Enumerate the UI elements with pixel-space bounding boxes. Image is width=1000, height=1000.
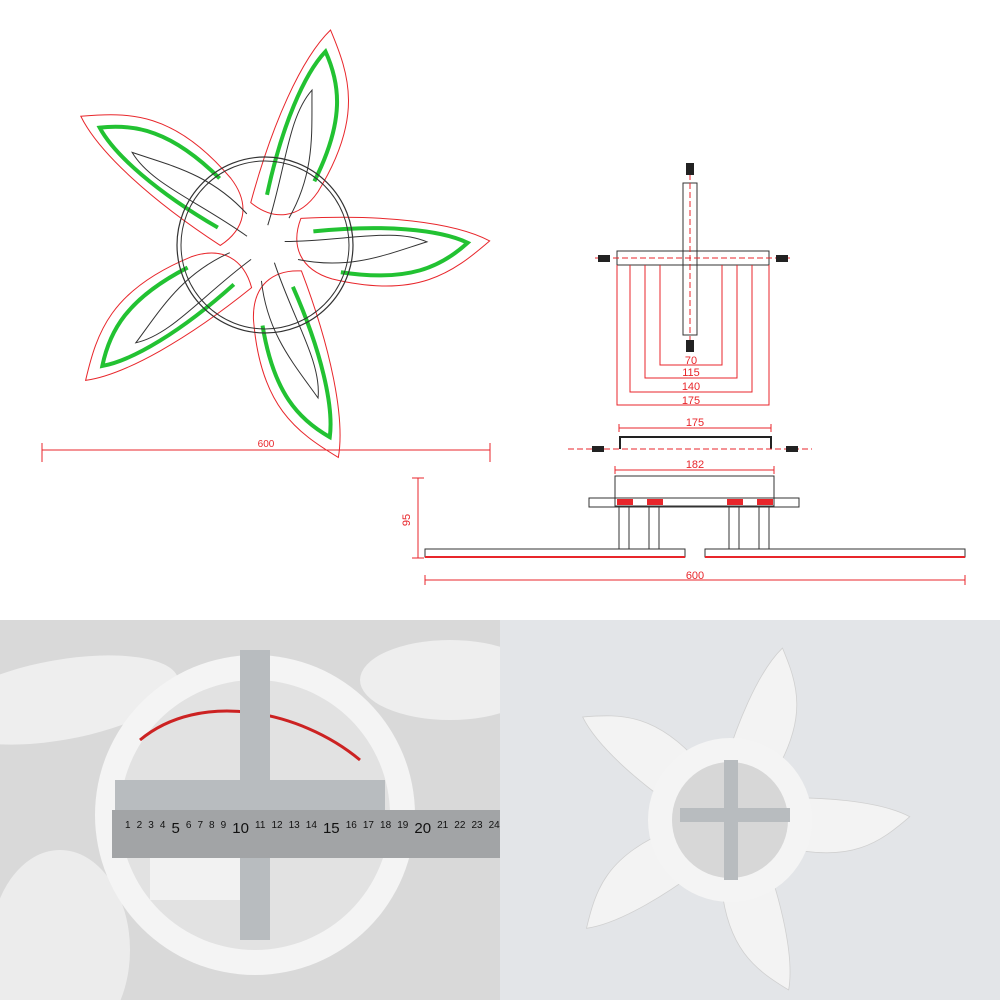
ruler-number: 8 bbox=[209, 820, 215, 831]
ruler-number: 17 bbox=[362, 820, 374, 831]
ruler-number: 14 bbox=[305, 820, 317, 831]
ruler-number: 11 bbox=[255, 820, 266, 831]
petal bbox=[84, 252, 253, 381]
top-view-flower bbox=[80, 29, 491, 459]
total-width-label: 600 bbox=[686, 570, 704, 582]
ruler-number: 2 bbox=[136, 820, 143, 831]
base-width-label: 182 bbox=[686, 459, 704, 471]
side-view: 175 182 600 95 bbox=[401, 417, 966, 585]
ruler-number: 18 bbox=[380, 820, 392, 831]
bracket-width-label: 175 bbox=[686, 417, 704, 429]
petal bbox=[250, 29, 349, 226]
ruler-number: 7 bbox=[197, 820, 203, 831]
ruler-number: 3 bbox=[148, 820, 154, 831]
dim-70: 70 bbox=[685, 355, 697, 367]
height-label: 95 bbox=[401, 514, 413, 526]
ruler-number: 16 bbox=[345, 820, 357, 831]
width-label: 600 bbox=[258, 439, 275, 450]
ruler-number: 22 bbox=[454, 820, 466, 831]
ruler-number: 23 bbox=[471, 820, 483, 831]
center-inner-circle bbox=[180, 160, 350, 330]
ruler-number: 12 bbox=[271, 820, 283, 831]
mounting-bracket-view: 70 115 140 175 bbox=[595, 163, 790, 407]
technical-drawing: 600 70 115 140 175 175 182 600 95 bbox=[41, 29, 966, 585]
ruler-number: 24 bbox=[488, 820, 500, 831]
ruler bbox=[112, 810, 500, 858]
ruler-number: 9 bbox=[220, 820, 227, 831]
photo-installed bbox=[500, 620, 1000, 1000]
ruler-number: 1 bbox=[125, 820, 131, 831]
ruler-number: 4 bbox=[159, 820, 166, 831]
ruler-number: 13 bbox=[288, 820, 300, 831]
petal bbox=[252, 262, 341, 459]
ruler-number: 15 bbox=[322, 820, 340, 837]
petal bbox=[284, 216, 491, 287]
ruler-number: 20 bbox=[414, 820, 432, 837]
dim-175: 175 bbox=[682, 395, 700, 407]
ruler-number: 5 bbox=[171, 820, 180, 837]
petal bbox=[80, 114, 248, 247]
ruler-number: 21 bbox=[437, 820, 449, 831]
ruler-number: 10 bbox=[232, 820, 249, 837]
dim-140: 140 bbox=[682, 381, 700, 393]
ruler-number: 6 bbox=[185, 820, 192, 831]
dim-115: 115 bbox=[682, 367, 700, 379]
ruler-number: 19 bbox=[397, 820, 409, 831]
center-base-circle bbox=[176, 156, 354, 334]
